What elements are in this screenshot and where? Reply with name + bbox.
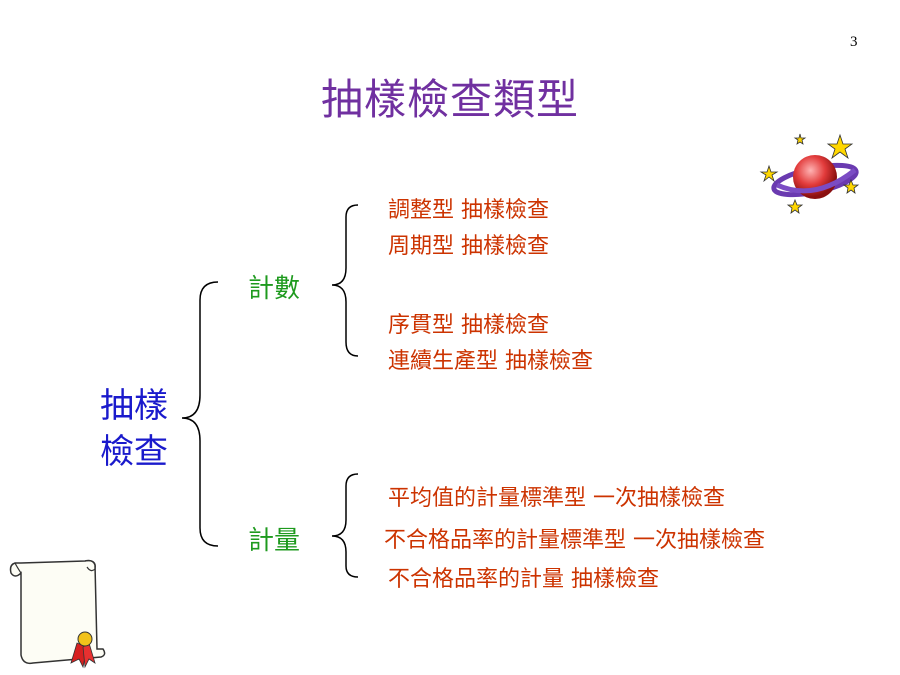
- slide-title: 抽樣檢查類型: [320, 75, 579, 124]
- category-counting: 計數: [248, 274, 301, 304]
- list-item: 平均值的計量標準型 一次抽樣檢查: [388, 486, 725, 511]
- list-item: 不合格品率的計量標準型 一次抽樣檢查: [384, 528, 765, 553]
- scroll-diploma-icon: [9, 559, 106, 669]
- planet-stars-icon: [759, 133, 860, 214]
- measurement-brace: [331, 473, 359, 578]
- list-item: 周期型 抽樣檢查: [388, 234, 549, 259]
- counting-brace: [331, 204, 359, 357]
- root-brace: [181, 281, 219, 547]
- list-item: 不合格品率的計量 抽樣檢查: [388, 567, 659, 592]
- list-item: 連續生產型 抽樣檢查: [388, 349, 593, 374]
- root-label-line2: 檢查: [100, 432, 168, 472]
- list-item: 調整型 抽樣檢查: [388, 198, 549, 223]
- list-item: 序貫型 抽樣檢查: [388, 313, 549, 338]
- root-label-line1: 抽樣: [100, 386, 168, 426]
- page-number: 3: [850, 34, 858, 50]
- category-measurement: 計量: [248, 526, 301, 556]
